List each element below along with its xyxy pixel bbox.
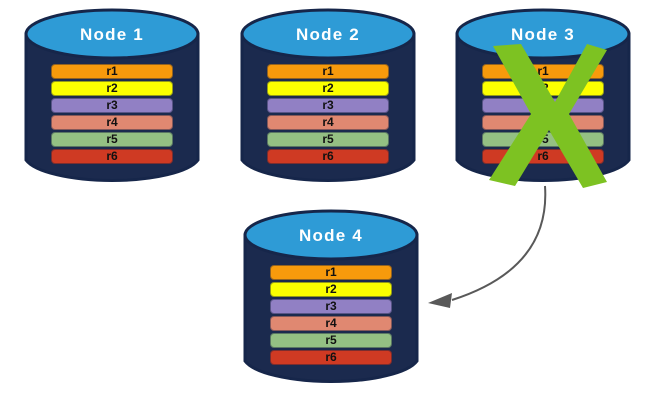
row-label: r3	[325, 299, 337, 313]
row-label: r4	[537, 115, 549, 129]
node-2-row-r3[interactable]: r3	[267, 98, 389, 113]
row-label: r2	[322, 81, 334, 95]
node-4-row-r4[interactable]: r4	[270, 316, 392, 331]
node-3-row-r1[interactable]: r1	[482, 64, 604, 79]
arrow-head-icon	[428, 293, 452, 308]
row-label: r6	[322, 149, 334, 163]
node-1-row-r2[interactable]: r2	[51, 81, 173, 96]
row-label: r1	[106, 64, 118, 78]
row-label: r5	[537, 132, 549, 146]
node-1-row-r6[interactable]: r6	[51, 149, 173, 164]
node-2-row-r6[interactable]: r6	[267, 149, 389, 164]
node-2-rows: r1 r2 r3 r4 r5 r6	[240, 64, 416, 166]
node-1-row-r4[interactable]: r4	[51, 115, 173, 130]
node-1-row-r3[interactable]: r3	[51, 98, 173, 113]
node-2-row-r1[interactable]: r1	[267, 64, 389, 79]
node-4-row-r5[interactable]: r5	[270, 333, 392, 348]
node-2-row-r2[interactable]: r2	[267, 81, 389, 96]
node-1-rows: r1 r2 r3 r4 r5 r6	[24, 64, 200, 166]
row-label: r2	[537, 81, 549, 95]
row-label: r1	[325, 265, 337, 279]
node-4-row-r3[interactable]: r3	[270, 299, 392, 314]
row-label: r5	[322, 132, 334, 146]
row-label: r4	[322, 115, 334, 129]
node-2-cylinder[interactable]: Node 2 r1 r2 r3 r4 r5 r6	[240, 8, 416, 186]
node-2-row-r5[interactable]: r5	[267, 132, 389, 147]
node-3-rows: r1 r2 r3 r4 r5 r6	[455, 64, 631, 166]
row-label: r3	[322, 98, 334, 112]
row-label: r5	[106, 132, 118, 146]
node-3-row-r4[interactable]: r4	[482, 115, 604, 130]
node-3-row-r2[interactable]: r2	[482, 81, 604, 96]
row-label: r3	[537, 98, 549, 112]
node-3-row-r6[interactable]: r6	[482, 149, 604, 164]
node-3-row-r3[interactable]: r3	[482, 98, 604, 113]
node-1-row-r1[interactable]: r1	[51, 64, 173, 79]
row-label: r5	[325, 333, 337, 347]
row-label: r2	[325, 282, 337, 296]
row-label: r2	[106, 81, 118, 95]
node-2-row-r4[interactable]: r4	[267, 115, 389, 130]
node-1-cylinder[interactable]: Node 1 r1 r2 r3 r4 r5 r6	[24, 8, 200, 186]
row-label: r6	[537, 149, 549, 163]
node-4-row-r6[interactable]: r6	[270, 350, 392, 365]
node-4-rows: r1 r2 r3 r4 r5 r6	[243, 265, 419, 367]
row-label: r3	[106, 98, 118, 112]
row-label: r1	[537, 64, 549, 78]
node-4-cylinder[interactable]: Node 4 r1 r2 r3 r4 r5 r6	[243, 209, 419, 387]
node-3-cylinder[interactable]: Node 3 r1 r2 r3 r4 r5 r6	[455, 8, 631, 186]
node-1-row-r5[interactable]: r5	[51, 132, 173, 147]
node-4-row-r1[interactable]: r1	[270, 265, 392, 280]
row-label: r6	[106, 149, 118, 163]
row-label: r4	[325, 316, 337, 330]
node-4-row-r2[interactable]: r2	[270, 282, 392, 297]
row-label: r4	[106, 115, 118, 129]
row-label: r6	[325, 350, 337, 364]
row-label: r1	[322, 64, 334, 78]
node-3-row-r5[interactable]: r5	[482, 132, 604, 147]
